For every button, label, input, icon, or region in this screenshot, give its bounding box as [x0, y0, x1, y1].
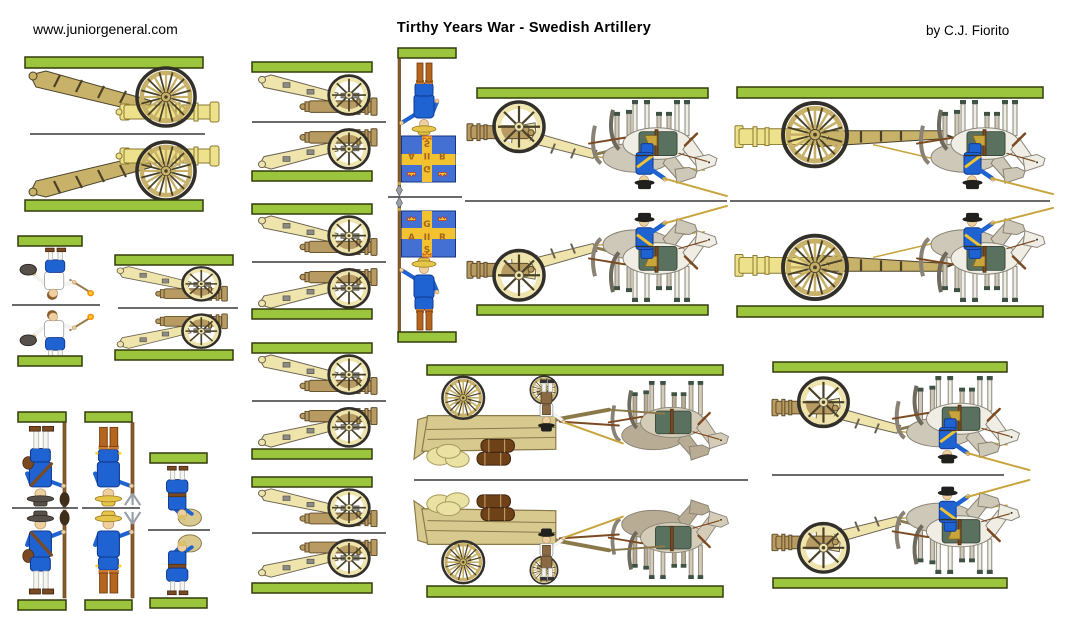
cannon-bottom — [117, 314, 227, 348]
bearer-bottom — [394, 195, 458, 336]
team-bottom — [772, 480, 1029, 574]
base-strip — [426, 364, 724, 376]
base-strip — [736, 86, 1044, 99]
cannon-top-mirrored — [259, 355, 378, 394]
gunner-top-mirrored — [20, 248, 94, 300]
standard-bearer-pair — [388, 47, 462, 343]
cannon-top-mirrored — [259, 216, 378, 255]
crewman-top-mirrored — [95, 423, 140, 507]
light-cannon-pair-4 — [251, 342, 386, 460]
base-strip — [476, 87, 709, 99]
wagon-top-mirrored — [414, 376, 729, 467]
crewman-bottom — [95, 511, 140, 598]
base-strip — [84, 599, 133, 611]
cannon-bottom — [259, 269, 378, 308]
cannon-top-mirrored — [259, 75, 378, 115]
base-strip — [251, 448, 373, 460]
light-cannon-pair-2 — [251, 61, 386, 182]
wagon-bottom — [414, 493, 729, 584]
base-strip — [251, 203, 373, 215]
base-strip — [149, 452, 208, 464]
crewman-linstock-pair — [82, 411, 140, 611]
gunner-figure-pair — [12, 235, 100, 367]
cannon-bottom — [259, 539, 378, 577]
crewman-rammer-pair — [12, 411, 78, 611]
cannon-top-mirrored — [29, 68, 219, 126]
crewman-carrier-pair — [148, 452, 210, 609]
crewman-top-mirrored — [164, 464, 204, 529]
supply-wagon-pair — [414, 364, 748, 598]
cannon-bottom — [259, 129, 378, 169]
base-strip — [149, 597, 208, 609]
base-strip — [772, 361, 1008, 373]
team-top-mirrored — [467, 100, 727, 196]
light-cannon-pair-3 — [251, 203, 386, 320]
base-strip — [251, 476, 373, 488]
base-strip — [84, 411, 133, 423]
base-strip — [251, 582, 373, 594]
light-cannon-pair-5 — [251, 476, 386, 594]
base-strip — [114, 349, 234, 361]
cannon-bottom — [259, 408, 378, 447]
crewman-bottom — [23, 510, 70, 598]
base-strip — [17, 599, 67, 611]
base-strip — [251, 170, 373, 182]
base-strip — [24, 199, 204, 212]
light-cannon-pair-1 — [114, 254, 238, 361]
base-strip — [772, 577, 1008, 589]
base-strip — [397, 47, 457, 59]
field-cannon-pair-large — [24, 56, 219, 212]
bearer-top-mirrored — [394, 57, 458, 198]
team-top-mirrored — [735, 100, 1053, 194]
site-url: www.juniorgeneral.com — [33, 21, 178, 37]
cannon-top-mirrored — [117, 267, 227, 301]
limber-team-light-pair-1 — [465, 87, 727, 316]
limber-team-heavy-pair — [730, 86, 1053, 318]
team-bottom — [467, 206, 727, 302]
cannon-bottom — [29, 142, 219, 200]
base-strip — [426, 585, 724, 598]
base-strip — [24, 56, 204, 69]
base-strip — [397, 331, 457, 343]
base-strip — [251, 342, 373, 354]
base-strip — [17, 235, 83, 247]
crewman-top-mirrored — [23, 423, 70, 507]
base-strip — [114, 254, 234, 266]
sheet-title: Tirthy Years War - Swedish Artillery — [396, 20, 652, 36]
base-strip — [17, 355, 83, 367]
crewman-bottom — [164, 532, 204, 597]
cannon-top-mirrored — [259, 489, 378, 527]
base-strip — [476, 304, 709, 316]
base-strip — [251, 308, 373, 320]
author-credit: by C.J. Fiorito — [926, 23, 1010, 38]
base-strip — [17, 411, 67, 423]
gunner-bottom — [20, 310, 94, 362]
base-strip — [251, 61, 373, 73]
team-top-mirrored — [772, 376, 1029, 470]
limber-team-light-pair-2 — [772, 361, 1029, 589]
base-strip — [736, 305, 1044, 318]
team-bottom — [735, 208, 1053, 302]
